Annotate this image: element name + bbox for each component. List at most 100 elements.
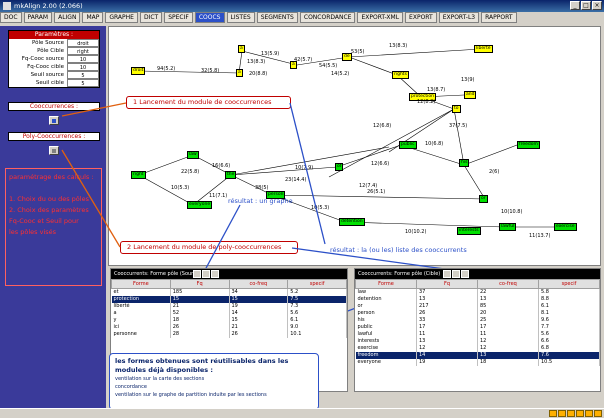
param-value-field[interactable]: 10 bbox=[67, 55, 99, 63]
column-header[interactable]: Fq bbox=[416, 279, 478, 289]
close-button[interactable]: × bbox=[592, 1, 602, 10]
menu-param[interactable]: PARAM bbox=[23, 12, 53, 23]
graph-node[interactable]: freedom bbox=[517, 141, 540, 149]
menu-dict[interactable]: DICT bbox=[139, 12, 163, 23]
menu-export-xml[interactable]: EXPORT-XML bbox=[357, 12, 404, 23]
graph-node[interactable]: detention bbox=[339, 218, 365, 226]
table-cell: 8.8 bbox=[538, 295, 600, 303]
graph-node[interactable]: everyone bbox=[187, 201, 213, 209]
graph-node[interactable]: a bbox=[238, 45, 245, 53]
maximize-button[interactable]: □ bbox=[581, 1, 591, 10]
tool-icon[interactable] bbox=[461, 270, 469, 278]
tool-icon[interactable] bbox=[211, 270, 219, 278]
menu-map[interactable]: MAP bbox=[82, 12, 104, 23]
graph-node[interactable]: rights bbox=[392, 71, 409, 79]
minimize-button[interactable]: _ bbox=[570, 1, 580, 10]
menu-graphe[interactable]: GRAPHE bbox=[105, 12, 138, 23]
polycooccurrences-run-button[interactable] bbox=[49, 146, 59, 155]
graph-node[interactable]: public bbox=[399, 141, 417, 149]
edge-label: 10(7.9) bbox=[295, 165, 314, 171]
table-cell: his bbox=[355, 316, 417, 324]
menu-coocs[interactable]: COOCS bbox=[194, 12, 225, 23]
graph-node[interactable]: person bbox=[266, 191, 286, 199]
graph-node[interactable]: to bbox=[452, 105, 461, 113]
tray-icon[interactable] bbox=[576, 410, 584, 417]
graph-node[interactable]: of bbox=[335, 163, 344, 171]
edge-label: 10(6.8) bbox=[425, 141, 444, 147]
column-header[interactable]: co-freq bbox=[477, 279, 539, 289]
column-header[interactable]: Fq bbox=[169, 279, 230, 289]
tool-icon[interactable] bbox=[443, 270, 451, 278]
menu-export[interactable]: EXPORT bbox=[405, 12, 437, 23]
param-value-field[interactable]: right bbox=[67, 47, 99, 55]
tray-icon[interactable] bbox=[567, 410, 575, 417]
tool-icon[interactable] bbox=[202, 270, 210, 278]
graph-node[interactable]: de bbox=[342, 53, 352, 61]
column-header[interactable]: specif bbox=[287, 279, 347, 289]
status-bar bbox=[0, 408, 604, 418]
graph-node[interactable]: law bbox=[187, 151, 199, 159]
graph-node[interactable]: à bbox=[290, 61, 297, 69]
tool-icon[interactable] bbox=[193, 270, 201, 278]
menu-align[interactable]: ALIGN bbox=[54, 12, 81, 23]
menu-rapport[interactable]: RAPPORT bbox=[481, 12, 517, 23]
column-header[interactable]: Forme bbox=[111, 279, 171, 289]
graph-node[interactable]: interests bbox=[457, 227, 481, 235]
table-cell: 26 bbox=[229, 330, 289, 338]
graph-node[interactable]: his bbox=[459, 159, 470, 167]
param-value-field[interactable]: 10 bbox=[67, 63, 99, 71]
menu-specif[interactable]: SPECIF bbox=[164, 12, 193, 23]
table-cell: 17 bbox=[416, 323, 478, 331]
column-header[interactable]: specif bbox=[538, 279, 600, 289]
tray-icon[interactable] bbox=[549, 410, 557, 417]
param-value-field[interactable]: 5 bbox=[67, 79, 99, 87]
edge-label: 22(5.8) bbox=[181, 169, 200, 175]
param-value-field[interactable]: 5 bbox=[67, 71, 99, 79]
menu-concordance[interactable]: CONCORDANCE bbox=[299, 12, 356, 23]
menu-segments[interactable]: SEGMENTS bbox=[256, 12, 298, 23]
column-header[interactable]: co-freq bbox=[228, 279, 289, 289]
graph-node[interactable]: lawful bbox=[499, 223, 517, 231]
menu-doc[interactable]: DOC bbox=[0, 12, 22, 23]
graph-node[interactable]: and bbox=[464, 91, 477, 99]
tray-icon[interactable] bbox=[585, 410, 593, 417]
column-header[interactable]: Forme bbox=[355, 279, 417, 289]
param-value-field[interactable]: droit bbox=[67, 39, 99, 47]
graph-node[interactable]: a bbox=[236, 69, 243, 77]
tray-icon[interactable] bbox=[558, 410, 566, 417]
graph-node[interactable]: protection bbox=[409, 93, 436, 101]
menu-export-l3[interactable]: EXPORT-L3 bbox=[438, 12, 480, 23]
cooccurrences-run-button[interactable] bbox=[49, 116, 59, 125]
tool-icon[interactable] bbox=[452, 270, 460, 278]
result-graph-note: résultat : un graphe bbox=[228, 197, 293, 205]
menu-listes[interactable]: LISTES bbox=[226, 12, 255, 23]
tray-icon[interactable] bbox=[594, 410, 602, 417]
graph-node[interactable]: the bbox=[225, 171, 237, 179]
graph-node[interactable]: droit bbox=[131, 67, 146, 75]
graph-node[interactable]: or bbox=[479, 195, 488, 203]
graph-node[interactable]: liberté bbox=[474, 45, 493, 53]
reuse-annotation: les formes obtenues sont réutilisables d… bbox=[109, 353, 319, 410]
graph-node[interactable]: exercise bbox=[554, 223, 577, 231]
table-cell: 19 bbox=[229, 302, 289, 310]
graph-node[interactable]: right bbox=[131, 171, 146, 179]
